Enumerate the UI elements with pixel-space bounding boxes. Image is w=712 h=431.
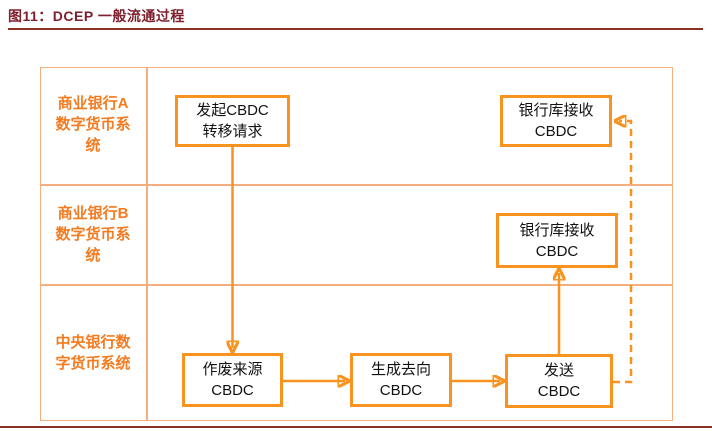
lane-label-line: 数字货币系 — [55, 226, 131, 243]
lane-label-line: 数字货币系 — [55, 116, 131, 133]
node-invalidate-source: 作废来源 CBDC — [182, 353, 283, 407]
figure-bottom-rule — [0, 426, 712, 428]
node-text-line: 银行库接收 — [519, 221, 595, 239]
node-text-line: CBDC — [379, 382, 423, 399]
lane-label-line: 统 — [85, 247, 101, 264]
lane-label-bank-b: 商业银行B 数字货币系 统 — [53, 203, 133, 266]
node-text-line: 生成去向 — [370, 361, 431, 378]
node-text-line: CBDC — [537, 383, 581, 400]
diagram-frame — [40, 67, 673, 421]
lane-label-column-divider — [146, 67, 148, 421]
node-text-line: CBDC — [535, 242, 579, 260]
lane-label-line: 商业银行A — [57, 95, 129, 112]
node-text-line: 转移请求 — [202, 123, 263, 140]
node-initiate-transfer: 发起CBDC 转移请求 — [175, 95, 290, 147]
node-text-line: 发送 — [543, 362, 574, 379]
lane-label-line: 字货币系统 — [55, 355, 131, 372]
node-text-line: 银行库接收 — [518, 102, 594, 119]
lane-label-central-bank: 中央银行数 字货币系统 — [53, 332, 133, 374]
lane-label-bank-a: 商业银行A 数字货币系 统 — [53, 93, 133, 156]
node-text-line: 发起CBDC — [196, 102, 269, 119]
node-text-line: CBDC — [534, 123, 578, 140]
lane-label-line: 统 — [85, 137, 101, 154]
node-send-cbdc: 发送 CBDC — [505, 354, 613, 408]
figure-title: 图11：DCEP 一般流通过程 — [8, 8, 185, 24]
lane-label-line: 商业银行B — [57, 205, 129, 222]
title-divider-line — [8, 28, 703, 30]
node-text-line: CBDC — [211, 382, 254, 399]
node-vault-receive-a: 银行库接收 CBDC — [500, 95, 612, 147]
node-vault-receive-b: 银行库接收 CBDC — [496, 213, 618, 268]
node-text-line: 作废来源 — [202, 361, 263, 378]
node-generate-destination: 生成去向 CBDC — [350, 353, 452, 407]
lane-label-line: 中央银行数 — [55, 334, 131, 351]
lane-divider-a-b — [40, 184, 673, 186]
lane-divider-b-c — [40, 284, 673, 286]
